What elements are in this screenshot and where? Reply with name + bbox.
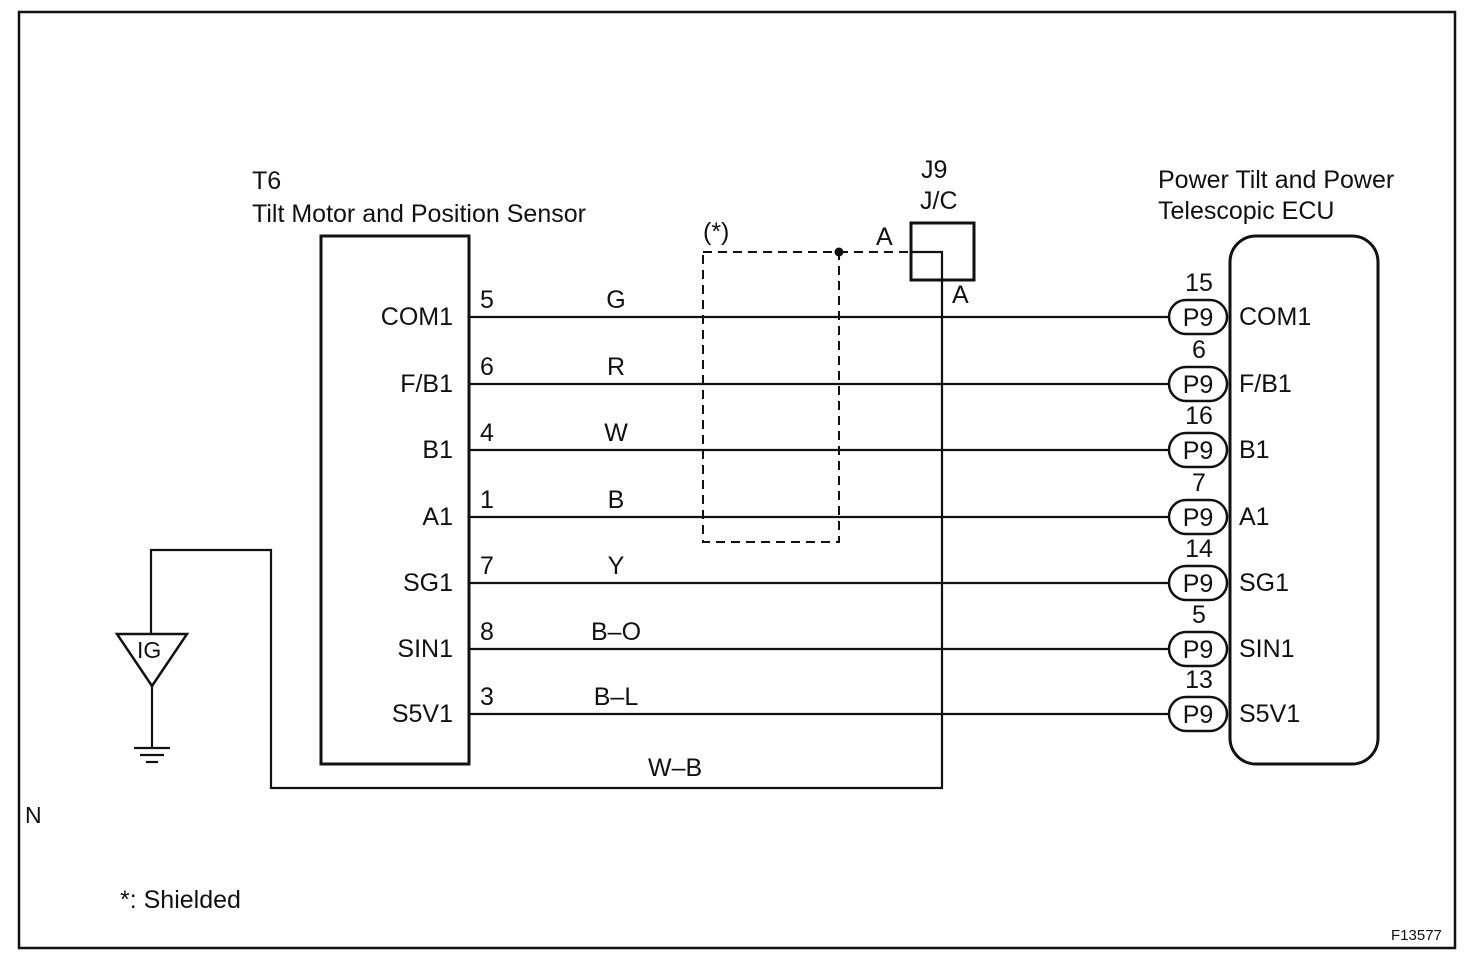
connector-code: P9 [1183, 504, 1214, 532]
connector-pill [1167, 564, 1229, 602]
ecu-terminal-label: S5V1 [1239, 700, 1300, 728]
junction-code: J9 [921, 156, 947, 184]
shield-outline [702, 251, 840, 543]
ground-wire [149, 280, 944, 790]
connector-code: P9 [1183, 437, 1214, 465]
ecu-box [1228, 234, 1380, 766]
ecu-name-line1: Power Tilt and Power [1158, 166, 1394, 194]
sensor-code: T6 [252, 167, 281, 195]
corner-mark: N [25, 802, 42, 828]
ecu-name-line2: Telescopic ECU [1158, 197, 1334, 225]
ecu-terminal-label: F/B1 [1239, 370, 1292, 398]
sensor-terminal-label: B1 [422, 436, 453, 464]
wire-color-label: B [608, 486, 625, 514]
sensor-pin-number: 7 [480, 552, 494, 580]
connector-pill [1167, 365, 1229, 403]
connector-code: P9 [1183, 636, 1214, 664]
shield-junction-dot [834, 247, 844, 257]
wire-color-label: B–O [591, 618, 641, 646]
wire-color-label: G [606, 286, 625, 314]
connector-code: P9 [1183, 570, 1214, 598]
connector-pill [1167, 498, 1229, 536]
wire-color-label: Y [608, 552, 625, 580]
sensor-box [319, 234, 471, 766]
ecu-pin-number: 16 [1185, 402, 1213, 430]
sensor-terminal-label: F/B1 [400, 370, 453, 398]
wire-color-label: R [607, 353, 625, 381]
ecu-pin-number: 6 [1192, 336, 1206, 364]
ecu-terminal-label: COM1 [1239, 303, 1311, 331]
shield-label: (*) [703, 218, 729, 246]
ecu-terminal-label: SG1 [1239, 569, 1289, 597]
wire-color-label: W [604, 419, 628, 447]
ecu-terminal-label: B1 [1239, 436, 1270, 464]
sensor-pin-number: 5 [480, 286, 494, 314]
junction-pin-top: A [876, 223, 893, 251]
sensor-terminal-label: A1 [422, 503, 453, 531]
junction-pin-bottom: A [952, 281, 969, 309]
connector-pill [1167, 431, 1229, 469]
ecu-pin-number: 7 [1192, 469, 1206, 497]
sensor-terminal-label: COM1 [381, 303, 453, 331]
ground-wire-color: W–B [648, 754, 702, 782]
connector-code: P9 [1183, 371, 1214, 399]
ecu-terminal-label: A1 [1239, 503, 1270, 531]
ecu-pin-number: 5 [1192, 601, 1206, 629]
connector-code: P9 [1183, 701, 1214, 729]
wire-color-label: B–L [594, 683, 639, 711]
sensor-pin-number: 8 [480, 618, 494, 646]
sensor-pin-number: 1 [480, 486, 494, 514]
figure-id: F13577 [1391, 927, 1442, 944]
sensor-terminal-label: SIN1 [397, 635, 453, 663]
junction-corner [911, 250, 944, 280]
ecu-terminal-label: SIN1 [1239, 635, 1295, 663]
ecu-pin-number: 14 [1185, 535, 1213, 563]
sensor-pin-number: 6 [480, 353, 494, 381]
connector-pill [1167, 630, 1229, 668]
ig-label: IG [137, 637, 161, 663]
sensor-terminal-label: S5V1 [392, 700, 453, 728]
footnote: *: Shielded [120, 886, 241, 914]
ecu-pin-number: 13 [1185, 666, 1213, 694]
connector-pill [1167, 695, 1229, 733]
sensor-pin-number: 3 [480, 683, 494, 711]
ig-triangle [114, 632, 190, 689]
connector-pill [1167, 298, 1229, 336]
sensor-name: Tilt Motor and Position Sensor [252, 200, 586, 228]
sensor-pin-number: 4 [480, 419, 494, 447]
connector-code: P9 [1183, 304, 1214, 332]
sensor-terminal-label: SG1 [403, 569, 453, 597]
ecu-pin-number: 15 [1185, 269, 1213, 297]
diagram-frame [17, 10, 1457, 950]
junction-name: J/C [920, 187, 958, 215]
